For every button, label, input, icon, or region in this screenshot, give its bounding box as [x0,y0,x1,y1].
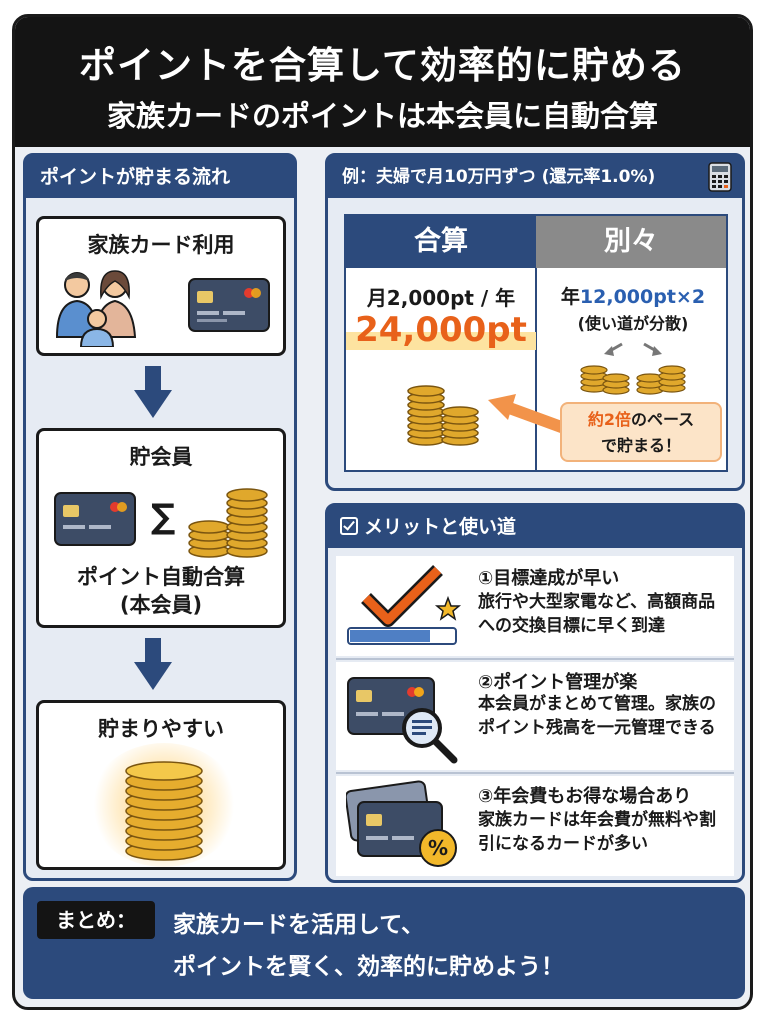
example-panel: 例：夫婦で月10万円ずつ (還元率1.0%) 合算 別々 月2,000pt / … [325,153,745,491]
down-arrow-icon [134,366,172,418]
flow-panel-title: ポイントが貯まる流れ [26,156,294,198]
merit-divider [336,772,734,774]
separate-prefix: 年 [560,286,580,308]
cards-percent-icon: % [346,780,457,867]
card-magnifier-icon [347,677,458,764]
summary-line1: 家族カードを活用して、 [173,912,425,938]
separate-header: 別々 [536,216,726,268]
separate-note: (使い道が分散) [577,314,689,333]
family-icon [55,270,137,347]
infographic-frame: ポイントを合算して効率的に貯める 家族カードのポイントは本会員に自動合算 ポイン… [12,14,753,1010]
merits-title-text: メリットと使い道 [364,516,517,538]
comparison-box: 合算 別々 月2,000pt / 年 24,000pt 年12,000pt×2 … [344,214,728,472]
merit-title: ③年会費もお得な場合あり [478,786,692,807]
credit-card-icon [188,278,270,332]
flow-step-easy-saving: 貯まりやすい [36,700,286,870]
flow-panel: ポイントが貯まる流れ 家族カード利用 [23,153,297,881]
separate-value: 12,000pt×2 [579,286,706,308]
merits-panel: メリットと使い道 ①目標達成が早い 旅行や大型家電など、高額商品への交換目標に早… [325,503,745,883]
orange-arrow-icon [488,394,566,434]
merits-panel-title: メリットと使い道 [328,506,742,548]
header: ポイントを合算して効率的に貯める 家族カードのポイントは本会員に自動合算 [15,17,750,147]
coin-stack-icon [407,385,479,446]
separate-value-line: 年12,000pt×2 [536,282,730,309]
svg-text:%: % [428,836,448,860]
flow-step-label: 家族カード利用 [87,233,235,257]
merit-desc: 旅行や大型家電など、高額商品への交換目標に早く到達 [478,592,716,636]
merit-item: ①目標達成が早い 旅行や大型家電など、高額商品への交換目標に早く到達 [336,556,734,656]
callout-accent: 約2倍 [587,410,631,429]
summary-label: まとめ： [37,901,155,939]
merit-desc: 家族カードは年会費が無料や割引になるカードが多い [478,810,716,854]
flow-step-main-member: 貯会員 ∑ ポイント自動合算 (本会員) [36,428,286,628]
example-panel-title: 例：夫婦で月10万円ずつ (還元率1.0%) [328,156,742,198]
combined-header: 合算 [346,216,536,268]
checkbox-icon [340,517,358,535]
checkmark-progress-icon [347,565,462,645]
credit-card-icon [54,492,136,546]
flow-step-label: 貯まりやすい [98,717,224,741]
merit-title: ①目標達成が早い [478,568,620,589]
calculator-icon [708,162,732,192]
callout-box: 約2倍のペース で貯まる！ [560,402,722,462]
page-subtitle: 家族カードのポイントは本会員に自動合算 [106,99,658,133]
sum-sigma-icon: ∑ [151,497,176,537]
flow-step-family-card: 家族カード利用 [36,216,286,356]
split-coins-icon [580,342,686,395]
merit-item: % ③年会費もお得な場合あり 家族カードは年会費が無料や割引になるカードが多い [336,776,734,876]
page-title: ポイントを合算して効率的に貯める [79,44,686,87]
down-arrow-icon [134,638,172,690]
callout-line2: で貯まる！ [600,436,681,455]
flow-step-label: 貯会員 [129,445,193,469]
merit-divider [336,658,734,660]
summary-bar: まとめ： 家族カードを活用して、 ポイントを賢く、効率的に貯めよう！ [23,887,745,999]
column-divider [535,268,537,472]
flow-step-label: ポイント自動合算 [77,565,245,589]
summary-line2: ポイントを賢く、効率的に貯めよう！ [173,954,564,980]
merit-title: ②ポイント管理が楽 [478,672,638,693]
merit-desc: 本会員がまとめて管理。家族のポイント残高を一元管理できる [478,694,716,738]
coin-stack-icon [188,488,268,558]
big-coin-stack-icon [125,761,203,861]
flow-step-label: (本会員) [119,593,203,617]
combined-monthly: 月2,000pt / 年 [366,286,516,310]
callout-rest: のペース [630,410,695,429]
merit-item: ②ポイント管理が楽 本会員がまとめて管理。家族のポイント残高を一元管理できる [336,662,734,770]
combined-total: 24,000pt [346,310,536,350]
